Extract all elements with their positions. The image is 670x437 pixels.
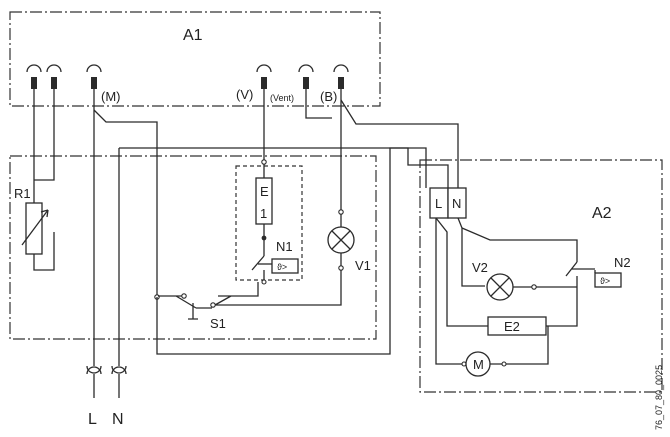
thermostat-n1: [251, 255, 265, 282]
wire-vent-to-a2: [305, 89, 332, 119]
box-a2: [419, 159, 663, 393]
wire-m-to-s1: [93, 109, 158, 295]
connector-n: [111, 365, 127, 375]
box-main: [9, 155, 377, 340]
box-a1: [9, 11, 381, 107]
box-n1-e1: [235, 165, 303, 281]
r1-adjust-arrow: [21, 209, 49, 246]
label-terminal-m: (M): [101, 89, 121, 104]
wire-s1-lower: [156, 147, 427, 355]
label-n2: N2: [614, 255, 631, 270]
label-e1-bottom: 1: [260, 206, 267, 221]
label-e2: E2: [504, 319, 520, 334]
drawing-code: 76_07_80_0025: [654, 365, 664, 430]
wire-r1-top-right: [34, 89, 55, 181]
label-n1-sensor: ϑ>: [277, 262, 287, 272]
terminal-1: [26, 64, 42, 89]
terminal-v: [256, 64, 272, 89]
label-s1: S1: [210, 316, 226, 331]
label-terminal-v: (V): [236, 87, 253, 102]
label-motor: M: [473, 357, 484, 372]
connector-l: [86, 365, 102, 375]
wire-b-to-a2: [340, 99, 459, 188]
label-a2-n: N: [452, 196, 461, 211]
terminal-m: [86, 64, 102, 89]
label-supply-n: N: [112, 411, 124, 428]
label-n2-sensor: ϑ>: [600, 276, 610, 286]
terminal-2: [46, 64, 62, 89]
wire-s1-to-n1: [214, 282, 259, 306]
label-r1: R1: [14, 186, 31, 201]
heater-e2: [487, 316, 547, 336]
label-v1: V1: [355, 258, 371, 273]
label-n1: N1: [276, 239, 293, 254]
thermostat-n2: [546, 261, 578, 327]
wire-a2-n-branch: [457, 217, 485, 287]
label-supply-l: L: [88, 411, 97, 428]
terminal-b: [333, 64, 349, 89]
sensor-n1: [271, 258, 299, 274]
label-a2-l: L: [435, 196, 442, 211]
label-terminal-vent: (Vent): [270, 93, 294, 103]
label-a1: A1: [183, 27, 203, 44]
wire-n-to-a2: [119, 147, 449, 188]
wire-a2-l-branch: [435, 218, 462, 365]
label-a2: A2: [592, 205, 612, 222]
sensor-n2: [594, 272, 622, 288]
label-v2: V2: [472, 260, 488, 275]
a1-terminals: [26, 64, 349, 89]
terminal-vent: [298, 64, 314, 89]
label-e1-top: E: [260, 184, 269, 199]
terminal-block-a2-n: [447, 187, 467, 219]
label-terminal-b: (B): [320, 89, 337, 104]
wire-r1-bottom: [33, 232, 55, 271]
